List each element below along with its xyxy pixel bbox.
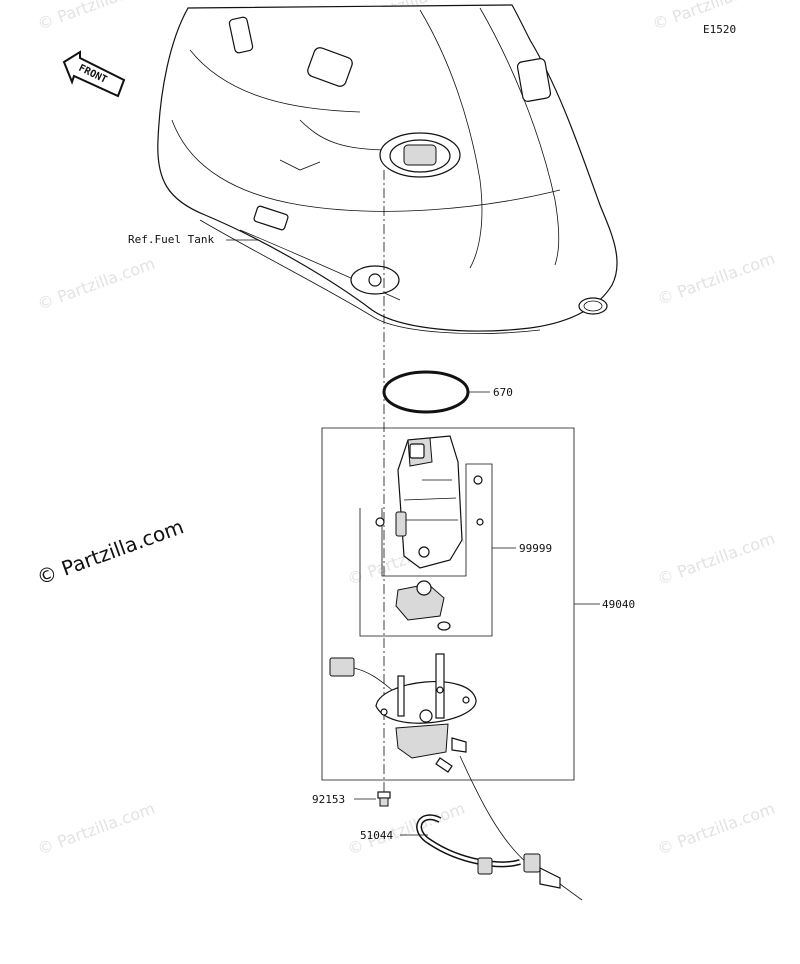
watermark: © Partzilla.com: [35, 799, 158, 859]
label-49040: 49040: [602, 598, 635, 611]
label-99999: 99999: [519, 542, 552, 555]
fuel-hose-51044: [416, 755, 583, 901]
watermark: © Partzilla.com: [655, 799, 778, 859]
fuel-pump-drawing: [375, 435, 484, 569]
diagram-code: E1520: [703, 23, 736, 36]
label-92153: 92153: [312, 793, 345, 806]
label-ref-fuel-tank: Ref.Fuel Tank: [128, 233, 214, 246]
watermark: © Partzilla.com: [655, 529, 778, 589]
front-arrow-icon: FRONT: [62, 50, 126, 98]
watermark: © Partzilla.com: [35, 254, 158, 314]
watermark: © Partzilla.com: [655, 249, 778, 309]
fuel-tank-drawing: [157, 4, 618, 334]
pump-base-drawing: [329, 653, 477, 773]
watermark: © Partzilla.com: [35, 0, 158, 34]
pressure-regulator-drawing: [395, 580, 451, 631]
label-51044: 51044: [360, 829, 393, 842]
o-ring-670: [382, 370, 470, 414]
copyright-watermark: © Partzilla.com: [34, 514, 187, 589]
label-670: 670: [493, 386, 513, 399]
bolt-92153: [377, 791, 391, 807]
